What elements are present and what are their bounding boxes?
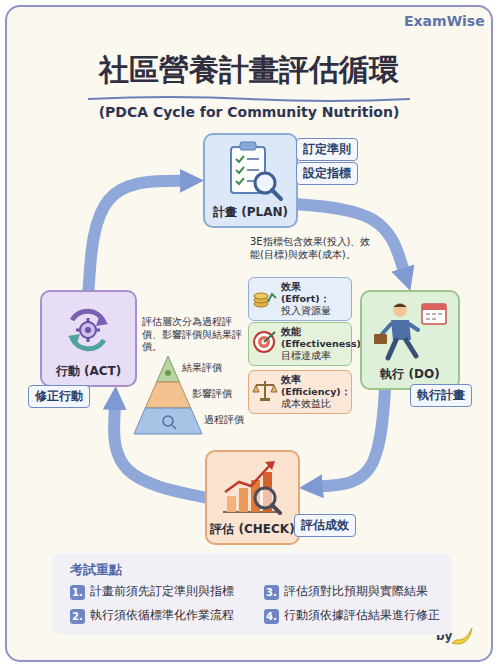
panel-heading: 考試重點 <box>70 561 122 579</box>
node-body: 成本效益比 <box>281 398 347 410</box>
node-label: 效果 (Effort)： <box>281 281 347 305</box>
callout-number: 3. <box>264 585 279 600</box>
node-label: 評估 (CHECK) <box>210 521 294 538</box>
node-label: 修正行動 <box>35 388 83 405</box>
node-label: 效率 (Efficiency)： <box>281 374 347 398</box>
subtitle: (PDCA Cycle for Community Nutrition) <box>0 104 498 122</box>
node-label: 評估成效 <box>301 517 349 534</box>
indicator-box: 效能 (Effectiveness)：目標達成率 <box>248 322 352 366</box>
tag-box: 執行計畫 <box>410 384 472 407</box>
brand-mark: ExamWise <box>404 13 485 31</box>
node-body: 投入資源量 <box>281 305 347 317</box>
key-point-text: 評估須對比預期與實際結果 <box>284 583 428 600</box>
node-label: 設定指標 <box>303 165 351 182</box>
node-label: 行動 (ACT) <box>56 363 121 380</box>
callout-number: 2. <box>70 609 85 624</box>
cycle-arrow <box>114 410 205 498</box>
node-label: 執行計畫 <box>417 387 465 404</box>
key-point-text: 計畫前須先訂定準則與指標 <box>90 583 234 600</box>
check-box: 評估 (CHECK) <box>205 450 300 545</box>
tag-box: 修正行動 <box>28 385 90 408</box>
plan-box: 計畫 (PLAN) <box>203 133 298 228</box>
title: 社區營養計畫評估循環 <box>0 50 498 91</box>
do-box: 執行 (DO) <box>360 290 460 390</box>
cycle-arrow <box>89 181 181 290</box>
pyramid-label: 過程評價 <box>204 414 244 427</box>
node-label: 訂定準則 <box>303 141 351 158</box>
tag-box: 評估成效 <box>294 514 356 537</box>
node-body: 目標達成率 <box>281 350 347 362</box>
act-box: 行動 (ACT) <box>40 290 137 387</box>
node-label: 效能 (Effectiveness)： <box>281 326 347 350</box>
callout-number: 4. <box>264 609 279 624</box>
note-text: 評估層次分為過程評價、影響評價與結果評價。 <box>142 316 246 354</box>
key-point-text: 執行須依循標準化作業流程 <box>90 607 234 624</box>
key-point-text: 行動須依據評估結果進行修正 <box>284 607 440 624</box>
node-label: 執行 (DO) <box>380 366 439 383</box>
callout-number: 1. <box>70 585 85 600</box>
indicator-box: 效率 (Efficiency)：成本效益比 <box>248 370 352 414</box>
pyramid-label: 結果評價 <box>182 362 222 375</box>
tag-box: 訂定準則 <box>296 138 358 161</box>
tag-box: 設定指標 <box>296 162 358 185</box>
key-points-panel: 考試重點 1. 計畫前須先訂定準則與指標 2. 執行須依循標準化作業流程 3. 評估須對比預… <box>52 553 452 635</box>
node-label: 計畫 (PLAN) <box>213 204 288 221</box>
indicator-box: 效果 (Effort)：投入資源量 <box>248 277 352 321</box>
note-text: 3E指標包含效果(投入)、效能(目標)與效率(成本)。 <box>250 236 378 261</box>
pyramid-label: 影響評價 <box>192 388 232 401</box>
